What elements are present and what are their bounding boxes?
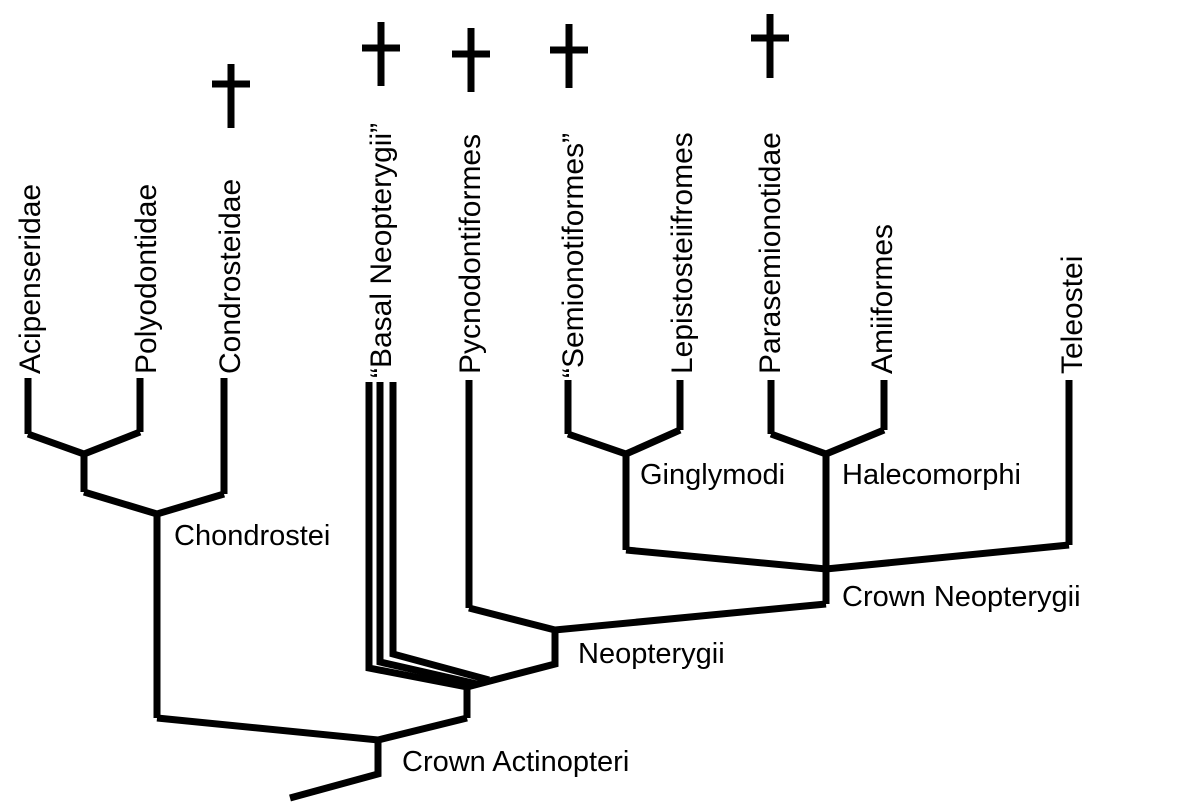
clade-label-neopterygii: Neopterygii xyxy=(578,638,725,670)
dagger-icon xyxy=(550,24,588,88)
tree-branches xyxy=(24,378,1073,802)
taxon-label-acipenseridae: Acipenseridae xyxy=(14,184,47,374)
dagger-icon xyxy=(452,28,490,92)
taxon-label-semionotiformes: “Semionotiformes” xyxy=(557,133,590,378)
clade-label-ginglymodi: Ginglymodi xyxy=(640,459,785,491)
taxon-label-lepistosteiifromes: Lepistosteiifromes xyxy=(666,132,699,374)
clade-labels: Chondrostei Ginglymodi Halecomorphi Crow… xyxy=(174,459,1081,778)
root-stem xyxy=(289,740,382,802)
ginglymodi-node xyxy=(566,426,682,458)
dagger-icon xyxy=(212,64,250,128)
basal-neopterygii-branch-1 xyxy=(365,382,468,691)
halecomorphi-node xyxy=(769,426,886,458)
basal-neopterygii-branch-2 xyxy=(376,382,478,688)
dagger-icon xyxy=(362,22,400,86)
crown-actinopteri-branch xyxy=(156,714,468,744)
acipenseriformes-node xyxy=(26,428,142,458)
taxon-label-pycnodontiformes: Pycnodontiformes xyxy=(454,134,487,374)
extinct-markers xyxy=(212,14,789,128)
neopterygii-node xyxy=(468,600,827,634)
clade-label-crown-actinopteri: Crown Actinopteri xyxy=(402,746,629,778)
taxon-labels: Acipenseridae Polyodontidae Condrosteida… xyxy=(14,123,1089,378)
basal-neopterygii-branch-3 xyxy=(389,382,490,684)
neopterygii-stem-upper xyxy=(466,630,559,691)
taxon-label-basal-neopterygii: “Basal Neopterygii” xyxy=(365,123,398,378)
taxon-label-condrosteidae: Condrosteidae xyxy=(214,179,247,374)
taxon-label-polyodontidae: Polyodontidae xyxy=(130,184,163,374)
clade-label-crown-neopterygii: Crown Neopterygii xyxy=(842,581,1081,613)
clade-label-chondrostei: Chondrostei xyxy=(174,520,330,552)
dagger-icon xyxy=(751,14,789,78)
crown-neopterygii-node xyxy=(625,541,1070,573)
clade-label-halecomorphi: Halecomorphi xyxy=(842,459,1021,491)
chondrostei-node xyxy=(82,488,226,518)
taxon-label-teleostei: Teleostei xyxy=(1056,256,1089,374)
taxon-label-parasemionotidae: Parasemionotidae xyxy=(754,132,787,374)
taxon-label-amiiformes: Amiiformes xyxy=(866,224,899,374)
